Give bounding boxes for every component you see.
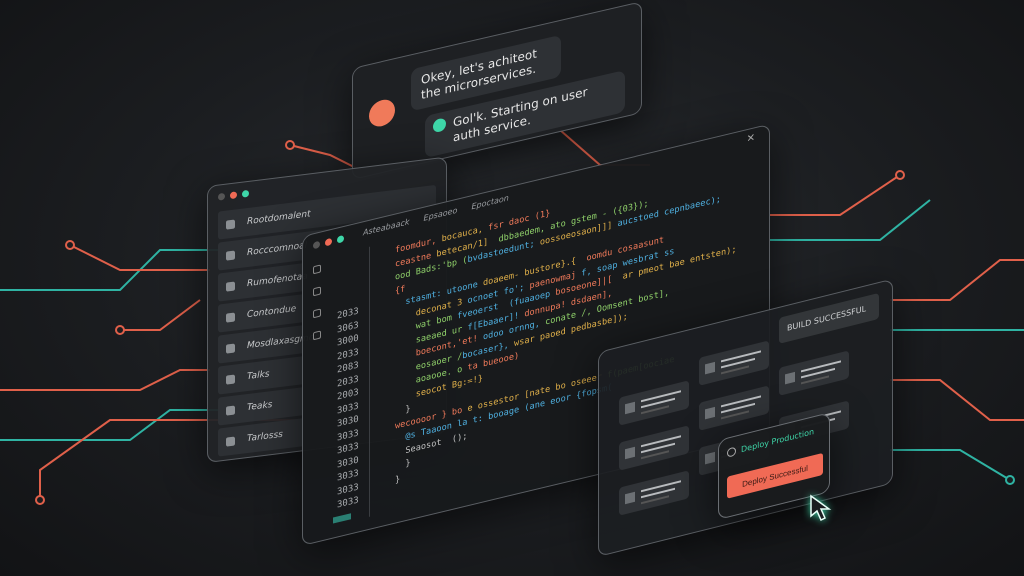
card-thumbnail	[625, 401, 635, 415]
sidebar-item-label: Contondue	[247, 304, 297, 321]
circuit-line	[770, 199, 931, 241]
user-icon	[226, 250, 235, 261]
file-icon[interactable]	[313, 286, 321, 297]
dashboard-card[interactable]	[619, 470, 689, 516]
circuit-node	[115, 325, 125, 335]
dashboard-card[interactable]	[699, 340, 769, 386]
circuit-line	[890, 259, 1024, 301]
card-thumbnail	[625, 446, 635, 460]
chart-icon	[226, 436, 235, 447]
circuit-node	[895, 170, 905, 180]
window-dot[interactable]	[242, 189, 249, 198]
status-indicator	[333, 513, 351, 524]
sidebar-item-label: Rumofenotaa	[247, 271, 308, 290]
circuit-line	[770, 174, 901, 216]
card-thumbnail	[705, 406, 715, 420]
dashboard-card[interactable]	[619, 425, 689, 471]
circuit-line	[69, 244, 210, 271]
circuit-line	[0, 369, 210, 391]
circuit-line	[289, 144, 361, 171]
puzzle-icon	[226, 219, 235, 230]
card-thumbnail	[625, 491, 635, 505]
clipboard-icon	[226, 312, 235, 323]
briefcase-icon	[226, 281, 235, 292]
chat-bot-icon	[433, 117, 446, 134]
sidebar-item-label: Talks	[247, 369, 270, 383]
sidebar-item-label: Rocccomnoal	[247, 240, 308, 259]
window-dot[interactable]	[313, 240, 320, 250]
deploy-button[interactable]: Deploy Successful	[727, 452, 823, 499]
bag-icon	[226, 374, 235, 385]
code-token: }	[395, 473, 401, 486]
code-token: }	[395, 403, 411, 418]
book-icon	[226, 343, 235, 354]
card-thumbnail	[785, 371, 795, 385]
card-thumbnail	[705, 361, 715, 375]
circuit-line	[890, 449, 1011, 481]
gutter-divider	[369, 246, 370, 517]
dashboard-card[interactable]	[779, 350, 849, 396]
close-icon[interactable]: ✕	[746, 132, 755, 146]
sidebar-item-label: Teaks	[247, 399, 273, 414]
sidebar-item-label: Tarlosss	[247, 429, 283, 445]
code-token: }	[395, 457, 411, 472]
brain-icon	[369, 97, 395, 130]
circuit-line	[39, 419, 300, 500]
window-dot[interactable]	[230, 191, 237, 200]
stack-icon[interactable]	[313, 330, 321, 341]
circuit-node	[285, 140, 295, 150]
settings-icon	[727, 446, 736, 458]
image-icon[interactable]	[313, 308, 321, 319]
window-dot[interactable]	[325, 237, 332, 247]
sidebar-item-label: Rootdomalent	[247, 209, 311, 228]
calendar-icon	[226, 405, 235, 416]
card-thumbnail	[705, 451, 715, 465]
window-dot[interactable]	[337, 234, 344, 244]
circuit-line	[890, 379, 1024, 421]
dashboard-card[interactable]	[699, 385, 769, 431]
circuit-node	[65, 240, 75, 250]
circuit-node	[35, 495, 45, 505]
file-icon[interactable]	[313, 264, 321, 275]
mouse-cursor-icon	[810, 494, 832, 522]
deploy-title: Deploy Production	[741, 427, 815, 455]
code-token: {f	[395, 283, 406, 297]
dashboard-card[interactable]	[619, 380, 689, 426]
circuit-node	[1005, 475, 1015, 485]
window-dot[interactable]	[218, 192, 225, 201]
circuit-line	[120, 299, 201, 331]
